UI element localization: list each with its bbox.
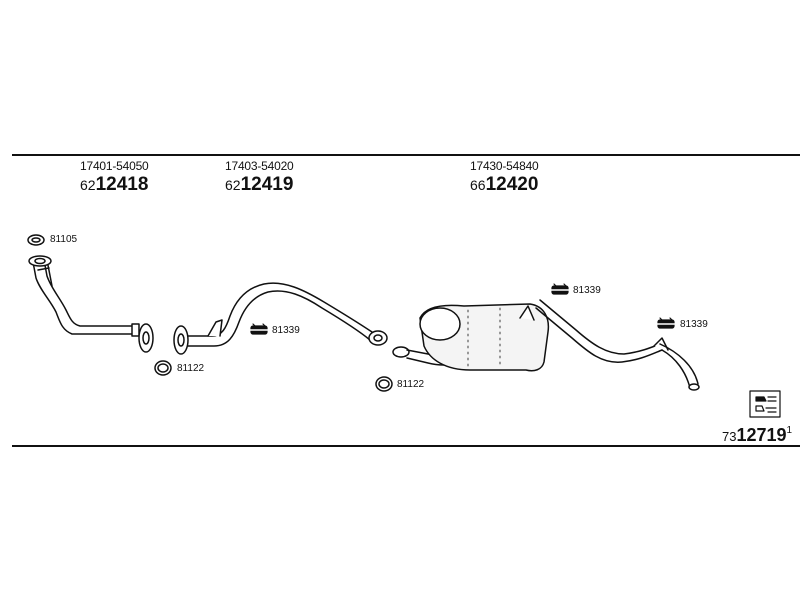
gasket-ring-icon [154, 360, 172, 376]
muffler-inlet-flange [392, 346, 410, 358]
part-label-center-pipe: 17403-54020 6212419 [225, 160, 294, 194]
front-pipe-collar [131, 323, 140, 337]
muffler-end-cap [419, 307, 461, 341]
center-pipe-inlet-flange [173, 325, 189, 355]
ref-main: 12420 [485, 174, 539, 195]
front-pipe [28, 255, 154, 353]
callout-hanger-a: 81339 [272, 325, 300, 336]
top-rule [12, 154, 800, 156]
center-pipe-outlet-bore [373, 334, 383, 342]
muffler-assembly [392, 299, 700, 391]
center-pipe-outlet-flange [368, 330, 388, 346]
callout-gasket-mid-b: 81122 [397, 379, 425, 390]
rubber-hanger-icon [654, 317, 678, 329]
ref-main: 12418 [95, 174, 149, 195]
ref-code: 6612420 [470, 175, 539, 194]
gasket-ring-icon [27, 234, 45, 246]
callout-hanger-c: 81339 [680, 319, 708, 330]
callout-gasket-mid-a: 81122 [177, 363, 205, 374]
rubber-hanger-icon [247, 323, 271, 335]
bottom-rule [12, 445, 800, 447]
front-pipe-outlet-flange [138, 323, 154, 353]
ref-prefix: 62 [80, 177, 96, 193]
center-pipe [173, 282, 388, 355]
center-pipe-bracket [207, 319, 223, 337]
catalog-ref-prefix: 73 [722, 429, 737, 444]
rubber-hanger-icon [548, 283, 572, 295]
part-number: 17401-54050 [80, 159, 149, 173]
ref-main: 12419 [240, 174, 294, 195]
callout-hanger-b: 81339 [573, 285, 601, 296]
vehicle-diagram-icon [749, 390, 781, 418]
center-pipe-inlet-bore [177, 333, 185, 347]
front-flange-bore [34, 257, 46, 265]
muffler-bracket [519, 305, 535, 321]
part-number: 17403-54020 [225, 159, 294, 173]
catalog-reference: 73127191 [722, 426, 792, 445]
ref-code: 6212419 [225, 175, 294, 194]
callout-gasket-front: 81105 [50, 234, 78, 245]
catalog-ref-suffix: 1 [786, 425, 793, 436]
tail-pipe-tip [688, 383, 700, 391]
ref-prefix: 66 [470, 177, 486, 193]
part-number: 17430-54840 [470, 159, 539, 173]
front-flange [28, 255, 52, 267]
part-label-front-pipe: 17401-54050 6212418 [80, 160, 149, 194]
ref-code: 6212418 [80, 175, 149, 194]
front-pipe-outlet-bore [142, 331, 150, 345]
catalog-ref-main: 12719 [736, 425, 787, 445]
ref-prefix: 62 [225, 177, 241, 193]
gasket-ring-icon [375, 376, 393, 392]
part-label-muffler: 17430-54840 6612420 [470, 160, 539, 194]
